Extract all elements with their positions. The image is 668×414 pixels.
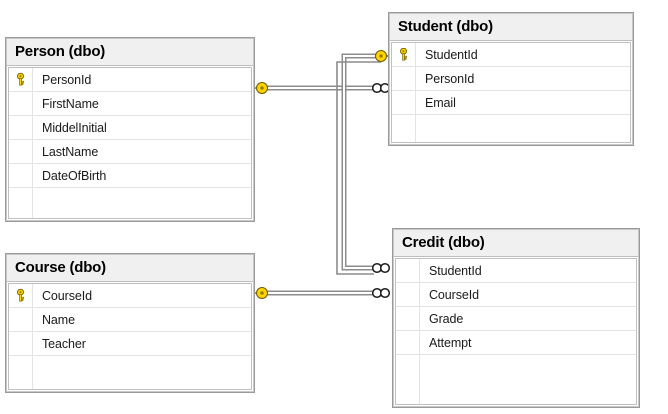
column-row[interactable]: CourseId — [396, 283, 636, 307]
column-name: DateOfBirth — [42, 168, 107, 183]
column-row[interactable]: Teacher — [9, 332, 251, 356]
column-gutter — [396, 259, 420, 282]
column-gutter — [392, 91, 416, 114]
column-gutter — [9, 116, 33, 139]
column-row[interactable]: StudentId — [396, 259, 636, 283]
empty-row[interactable] — [9, 188, 251, 218]
empty-row[interactable] — [392, 115, 630, 142]
entity-title: Person (dbo) — [7, 39, 253, 66]
column-name: StudentId — [429, 263, 482, 278]
primary-key-icon — [9, 68, 33, 91]
column-gutter — [9, 308, 33, 331]
column-name: CourseId — [42, 288, 92, 303]
column-name: Teacher — [42, 336, 86, 351]
column-name: Attempt — [429, 335, 472, 350]
column-row[interactable]: PersonId — [392, 67, 630, 91]
primary-key-icon — [9, 284, 33, 307]
column-name: Name — [42, 312, 75, 327]
column-row[interactable]: MiddelInitial — [9, 116, 251, 140]
column-gutter — [9, 356, 33, 389]
column-row[interactable]: CourseId — [9, 284, 251, 308]
column-gutter — [396, 355, 420, 404]
column-row[interactable]: DateOfBirth — [9, 164, 251, 188]
empty-row[interactable] — [9, 356, 251, 389]
column-row[interactable]: LastName — [9, 140, 251, 164]
column-name: StudentId — [425, 47, 478, 62]
column-name: Grade — [429, 311, 464, 326]
many-endpoint-credit-studentid — [371, 262, 391, 274]
column-row[interactable]: FirstName — [9, 92, 251, 116]
column-name: MiddelInitial — [42, 120, 107, 135]
column-gutter — [396, 307, 420, 330]
relationship-student-credit-shadow — [336, 61, 381, 275]
column-gutter — [9, 164, 33, 187]
column-row[interactable]: Email — [392, 91, 630, 115]
primary-key-icon — [392, 43, 416, 66]
column-name: Email — [425, 95, 456, 110]
relationship-student-credit[interactable] — [341, 53, 381, 271]
column-row[interactable]: Name — [9, 308, 251, 332]
column-name: FirstName — [42, 96, 99, 111]
column-name: CourseId — [429, 287, 479, 302]
column-gutter — [9, 140, 33, 163]
empty-row[interactable] — [396, 355, 636, 404]
column-row[interactable]: Attempt — [396, 331, 636, 355]
column-name: LastName — [42, 144, 99, 159]
column-gutter — [9, 188, 33, 218]
entity-title: Course (dbo) — [7, 255, 253, 282]
column-row[interactable]: Grade — [396, 307, 636, 331]
entity-title: Student (dbo) — [390, 14, 632, 41]
column-gutter — [9, 332, 33, 355]
many-endpoint-student-personid — [371, 82, 391, 94]
column-gutter — [396, 331, 420, 354]
column-gutter — [396, 283, 420, 306]
column-gutter — [392, 67, 416, 90]
many-endpoint-credit-courseid — [371, 287, 391, 299]
column-gutter — [9, 92, 33, 115]
column-name: PersonId — [425, 71, 475, 86]
column-name: PersonId — [42, 72, 92, 87]
column-gutter — [392, 115, 416, 142]
column-row[interactable]: PersonId — [9, 68, 251, 92]
column-row[interactable]: StudentId — [392, 43, 630, 67]
entity-title: Credit (dbo) — [394, 230, 638, 257]
